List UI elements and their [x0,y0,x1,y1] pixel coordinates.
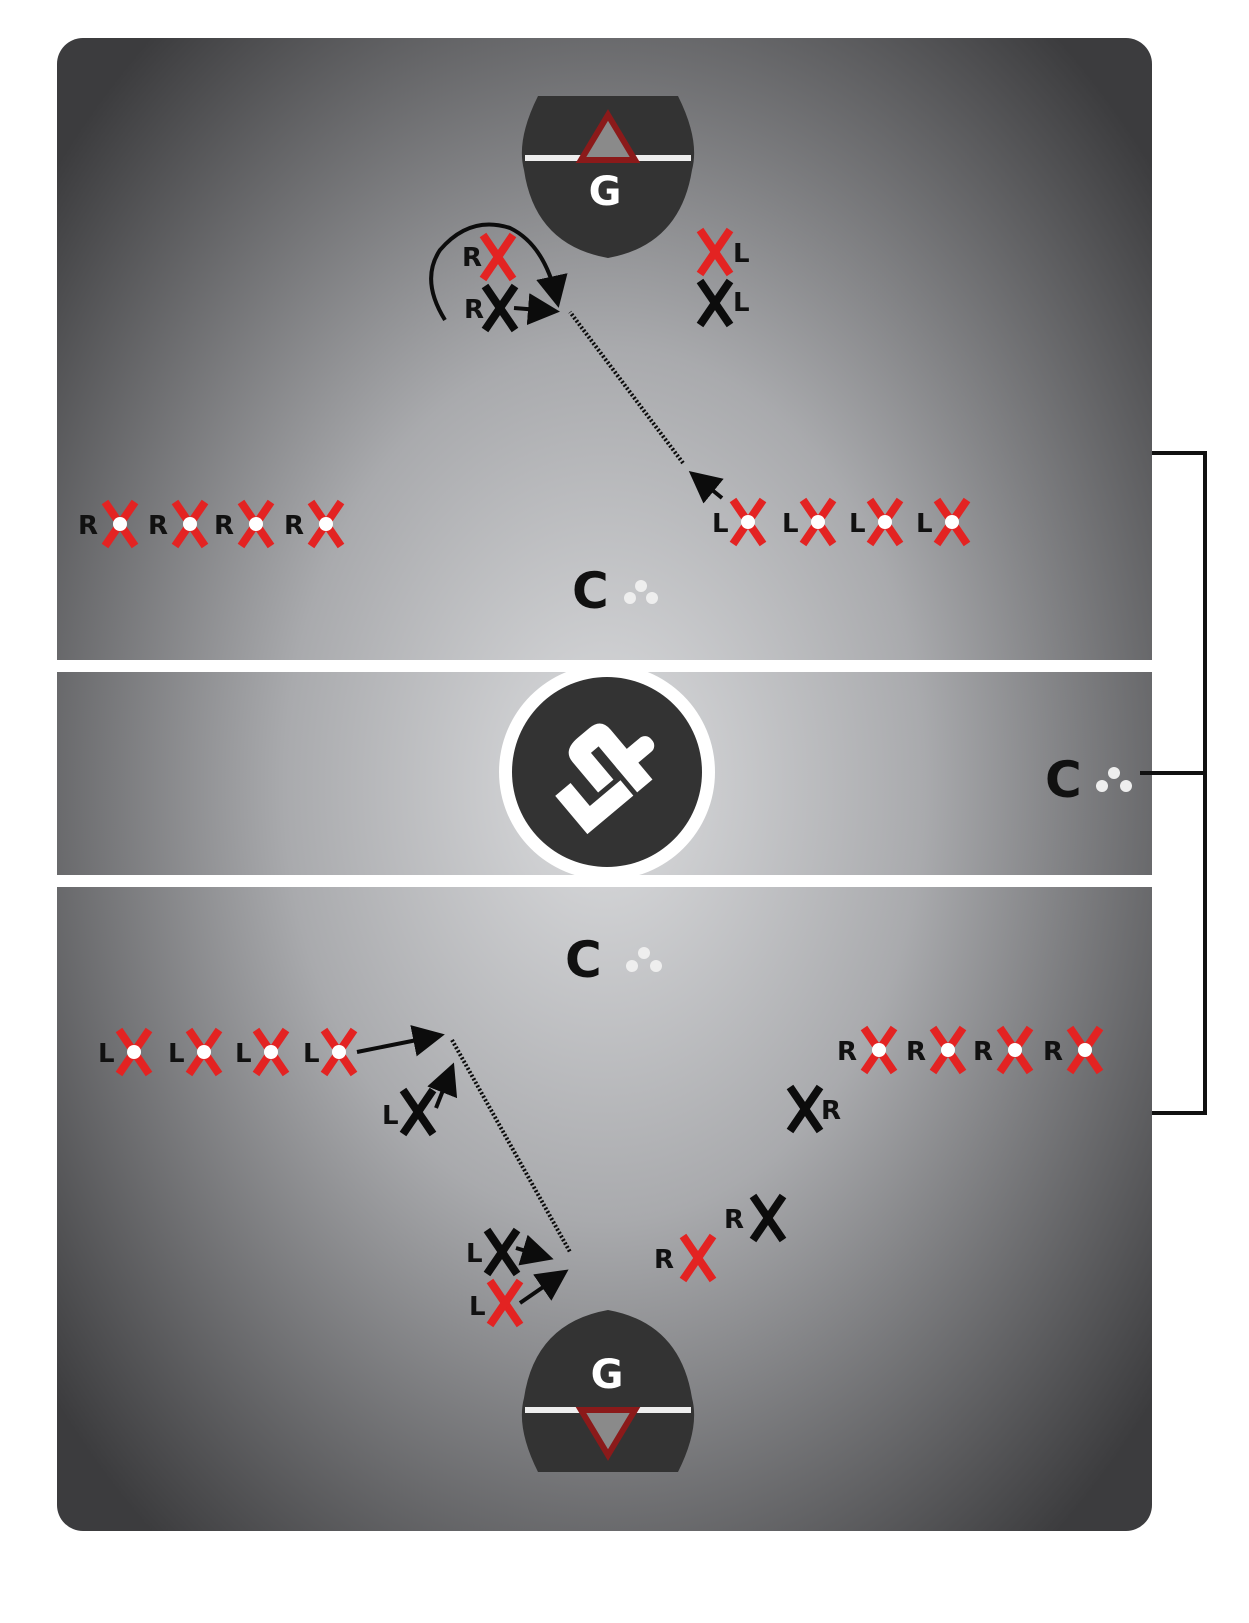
player-label: R [214,511,234,541]
bottom-goal-icon [575,1407,641,1461]
line-player: R [214,502,271,546]
line-player: L [712,500,763,544]
player-label: L [469,1292,486,1322]
line-player: L [235,1030,286,1074]
bottom-goalie-label: G [591,1352,624,1398]
coach-side: C [1045,751,1132,809]
player-label: R [464,295,484,325]
coach-label: C [572,562,609,620]
defense-player: R [464,286,515,330]
player-label: R [837,1037,857,1067]
offense-player: L [469,1281,520,1325]
offense-player: R [654,1236,713,1280]
defense-player: L [382,1090,433,1134]
player-label: L [712,509,729,539]
drill-bracket [1140,451,1207,1115]
player-label: R [724,1205,744,1235]
player-label: L [466,1239,483,1269]
line-player: R [284,502,341,546]
coach-bottom: C [565,931,662,989]
player-label: L [382,1101,399,1131]
player-label: L [98,1039,115,1069]
pass-line [568,310,685,465]
move-arrow [427,1062,458,1109]
player-label: L [916,509,933,539]
top-goal-icon [575,109,641,163]
defense-player: L [700,281,750,325]
move-arrow [688,470,724,504]
line-player: L [303,1030,354,1074]
move-arrow [518,1269,569,1305]
coach-label: C [565,931,602,989]
line-player: R [148,502,205,546]
move-arrow [515,1234,554,1266]
player-label: L [168,1039,185,1069]
player-label: R [78,511,98,541]
line-player: R [1043,1028,1100,1072]
move-arrow [513,293,560,326]
player-label: R [462,243,482,273]
line-player: L [168,1030,219,1074]
line-player: R [973,1028,1030,1072]
curved-cut-arrow [429,222,568,322]
center-logo [499,664,715,880]
player-label: R [1043,1037,1063,1067]
player-label: L [733,239,750,269]
player-label: R [654,1245,674,1275]
player-label: L [303,1039,320,1069]
player-label: R [973,1037,993,1067]
offense-player: L [700,230,750,274]
offense-player: R [462,235,513,279]
pass-line [450,1039,572,1253]
move-arrow [356,1025,445,1057]
player-label: R [148,511,168,541]
line-player: L [916,500,967,544]
coach-top: C [572,562,658,620]
top-goalie-label: G [589,169,622,215]
defense-player: L [466,1230,517,1274]
player-label: L [849,509,866,539]
bottom-goal-crease: G [521,1310,695,1472]
line-player: R [78,502,135,546]
line-player: R [837,1028,894,1072]
coach-label: C [1045,751,1082,809]
defense-player: R [790,1087,841,1131]
line-player: L [849,500,900,544]
line-player: L [782,500,833,544]
midfield-line-bottom [57,875,1152,887]
player-label: L [782,509,799,539]
line-player: L [98,1030,149,1074]
player-label: L [235,1039,252,1069]
line-player: R [906,1028,963,1072]
player-label: R [906,1037,926,1067]
player-label: R [284,511,304,541]
player-label: L [733,288,750,318]
top-goal-crease: G [521,96,695,258]
player-label: R [821,1096,841,1126]
defense-player: R [724,1196,783,1240]
